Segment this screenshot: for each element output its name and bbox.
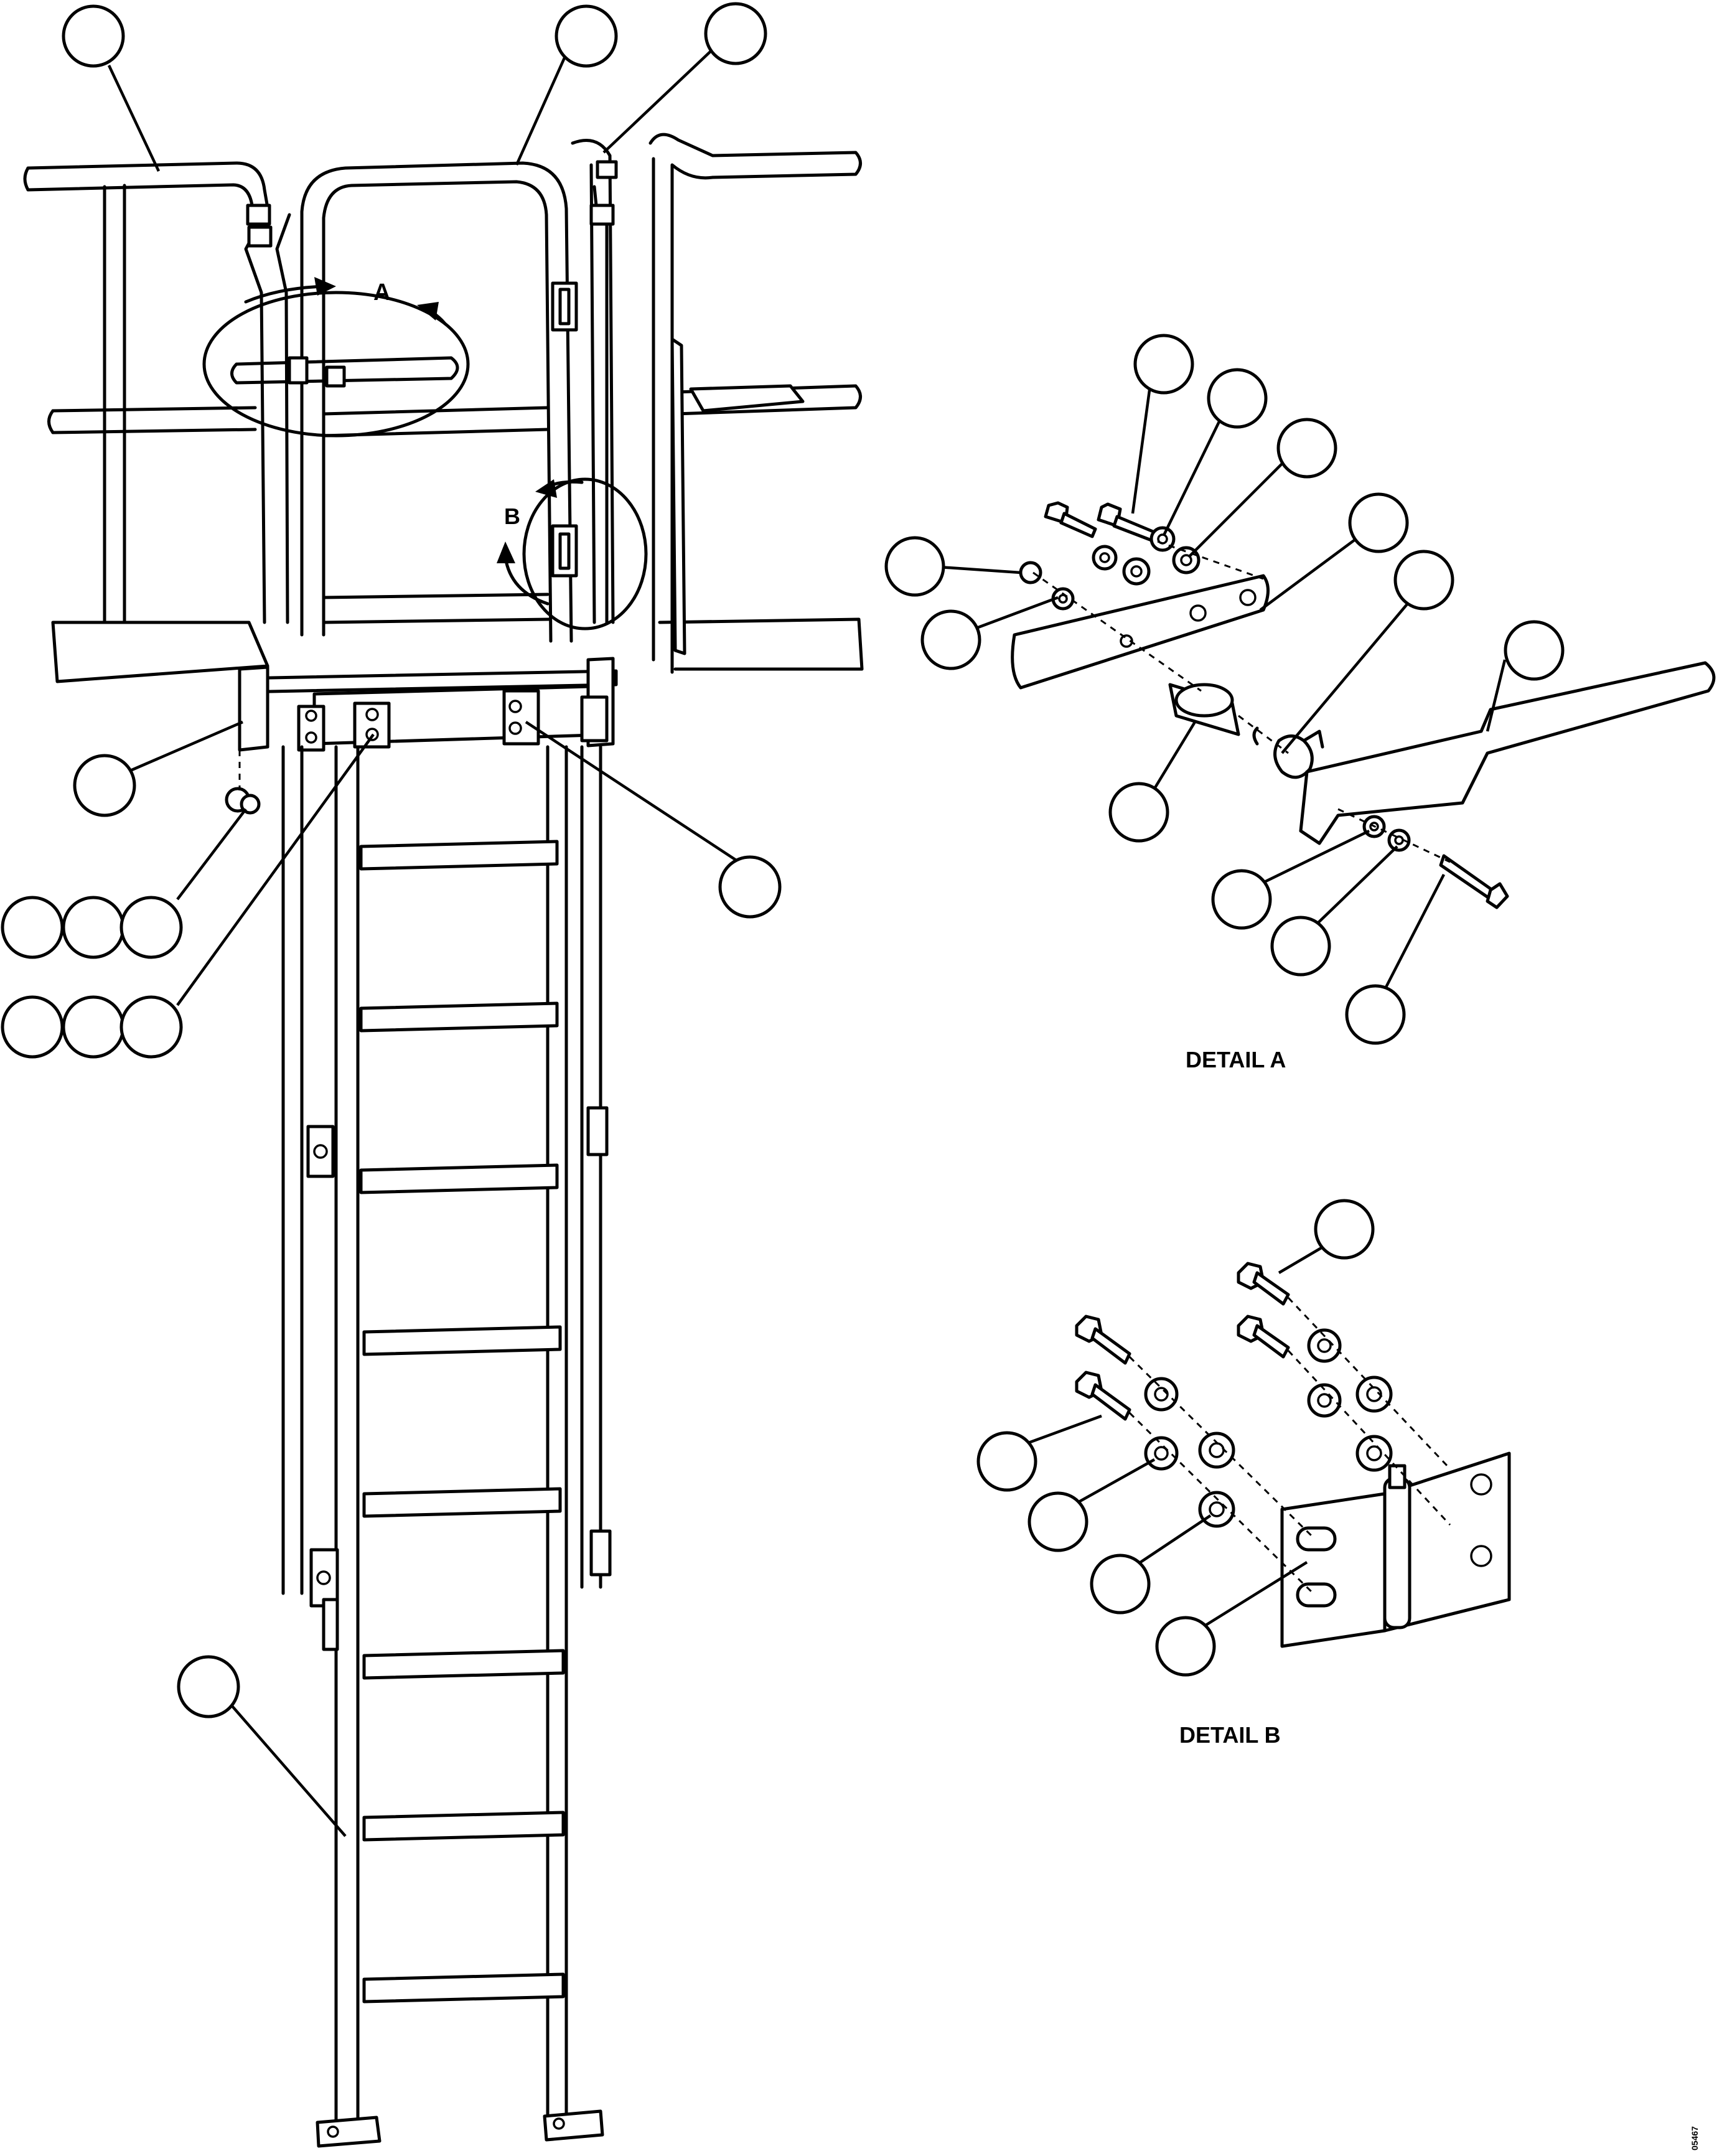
detail-b-bolts: [1075, 1262, 1290, 1421]
gate-latch-handle: [230, 356, 459, 388]
detail-a-callout-leaders: [930, 376, 1507, 991]
detail-a-latch-plate: [1011, 574, 1270, 690]
detail-a-latch-arm: [1299, 661, 1716, 845]
bracket-middle: [353, 701, 391, 749]
detail-a-caption: DETAIL A: [1186, 1047, 1286, 1072]
figure-code: 05467: [1690, 2126, 1700, 2150]
right-handrail: [571, 133, 864, 674]
bracket-left: [297, 705, 325, 752]
callout-leaders-main: [107, 42, 745, 1837]
detail-a-callout-bubbles: [884, 334, 1565, 1045]
detail-b-washers: [1144, 1328, 1393, 1528]
ladder-side-rails: [281, 745, 602, 2137]
detail-a-bolts: [1044, 501, 1509, 909]
detail-b-hinge: [1280, 1451, 1511, 1648]
detail-b-marker: B: [504, 504, 520, 529]
detail-b-caption: DETAIL B: [1179, 1722, 1281, 1748]
gate-hinge-lower: [551, 524, 578, 578]
detail-a-callout-ring: A: [202, 277, 470, 438]
upper-crossbar: [238, 657, 618, 752]
detail-a-spacer: [1168, 683, 1240, 736]
bracket-right: [502, 689, 609, 746]
detail-b-dashed-axes: [1128, 1296, 1451, 1595]
detail-a-dashed-axes: [1032, 540, 1451, 863]
rail-clamps: [306, 1106, 612, 1651]
gate-hinge-upper: [551, 281, 578, 332]
hose-left: [244, 204, 291, 624]
detail-a-washers: [1019, 526, 1411, 852]
left-handrail: [23, 161, 271, 683]
gate-frame: [300, 161, 573, 643]
ladder-feet: [316, 2109, 604, 2148]
detail-b-callout-bubbles: [976, 1199, 1375, 1677]
detail-b-callout-ring: B: [497, 477, 648, 630]
ladder-rungs: [359, 840, 565, 2004]
hose-right: [589, 160, 618, 624]
detail-a-marker: A: [373, 279, 390, 306]
loose-bolt: [225, 750, 261, 815]
callout-bubbles-main: [1, 2, 782, 1718]
